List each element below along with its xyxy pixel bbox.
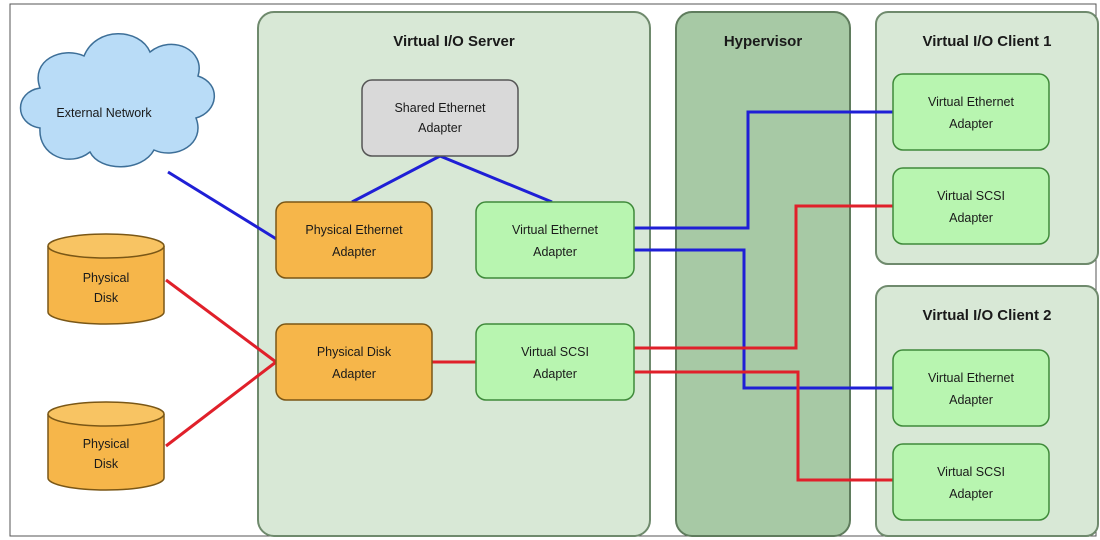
physical-disk-2-line1: Physical [83, 437, 130, 451]
client1-virtual-scsi-line1: Virtual SCSI [937, 189, 1005, 203]
physical-disk-1: Physical Disk [47, 233, 165, 325]
vios-virtual-scsi-line2: Adapter [533, 367, 577, 381]
shared-ethernet-line1: Shared Ethernet [394, 101, 486, 115]
hypervisor-panel [675, 11, 851, 537]
vios-panel [257, 11, 651, 537]
client2-title: Virtual I/O Client 2 [923, 307, 1052, 324]
client2-virtual-ethernet-adapter: Virtual Ethernet Adapter [892, 349, 1050, 427]
physical-ethernet-line2: Adapter [332, 245, 376, 259]
physical-ethernet-line1: Physical Ethernet [305, 223, 403, 237]
link-external-to-physical-ethernet [167, 170, 279, 242]
link-vios-eth-to-client2-eth [634, 248, 893, 390]
link-vscsi-to-client2-scsi [634, 370, 893, 482]
storage-links [165, 204, 893, 482]
client2-virtual-scsi-line2: Adapter [949, 487, 993, 501]
vios-virtual-ethernet-adapter: Virtual Ethernet Adapter [475, 201, 635, 279]
physical-disk-1-line2: Disk [94, 291, 119, 305]
client1-virtual-scsi-adapter: Virtual SCSI Adapter [892, 167, 1050, 245]
client1-virtual-ethernet-line1: Virtual Ethernet [928, 95, 1014, 109]
physical-disk-adapter-line2: Adapter [332, 367, 376, 381]
client1-virtual-scsi-line2: Adapter [949, 211, 993, 225]
client1-virtual-ethernet-line2: Adapter [949, 117, 993, 131]
client2-virtual-scsi-line1: Virtual SCSI [937, 465, 1005, 479]
external-network-cloud: External Network [19, 33, 216, 168]
link-sea-to-virtual-ethernet [439, 154, 553, 204]
client2-virtual-scsi-adapter: Virtual SCSI Adapter [892, 443, 1050, 521]
client1-virtual-ethernet-adapter: Virtual Ethernet Adapter [892, 73, 1050, 151]
vios-title: Virtual I/O Server [393, 33, 515, 50]
physical-disk-1-line1: Physical [83, 271, 130, 285]
physical-disk-2: Physical Disk [47, 401, 165, 491]
physical-disk-2-line2: Disk [94, 457, 119, 471]
shared-ethernet-line2: Adapter [418, 121, 462, 135]
vios-virtual-scsi-adapter: Virtual SCSI Adapter [475, 323, 635, 401]
hypervisor-title: Hypervisor [724, 33, 803, 50]
client2-virtual-ethernet-line2: Adapter [949, 393, 993, 407]
shared-ethernet-adapter: Shared Ethernet Adapter [361, 79, 519, 157]
external-network-label: External Network [56, 106, 152, 120]
physical-disk-adapter-line1: Physical Disk [317, 345, 392, 359]
physical-disk-adapter: Physical Disk Adapter [275, 323, 433, 401]
client1-title: Virtual I/O Client 1 [923, 33, 1052, 50]
vios-virtual-ethernet-line1: Virtual Ethernet [512, 223, 598, 237]
vios-virtual-scsi-line1: Virtual SCSI [521, 345, 589, 359]
physical-ethernet-adapter: Physical Ethernet Adapter [275, 201, 433, 279]
link-vscsi-to-client1-scsi [634, 204, 893, 350]
network-links [167, 110, 893, 390]
link-disk1-to-disk-adapter [165, 278, 277, 364]
link-sea-to-physical-ethernet [351, 154, 441, 204]
vios-virtual-ethernet-line2: Adapter [533, 245, 577, 259]
link-disk2-to-disk-adapter [165, 360, 277, 448]
link-vios-eth-to-client1-eth [634, 110, 893, 230]
client2-virtual-ethernet-line1: Virtual Ethernet [928, 371, 1014, 385]
